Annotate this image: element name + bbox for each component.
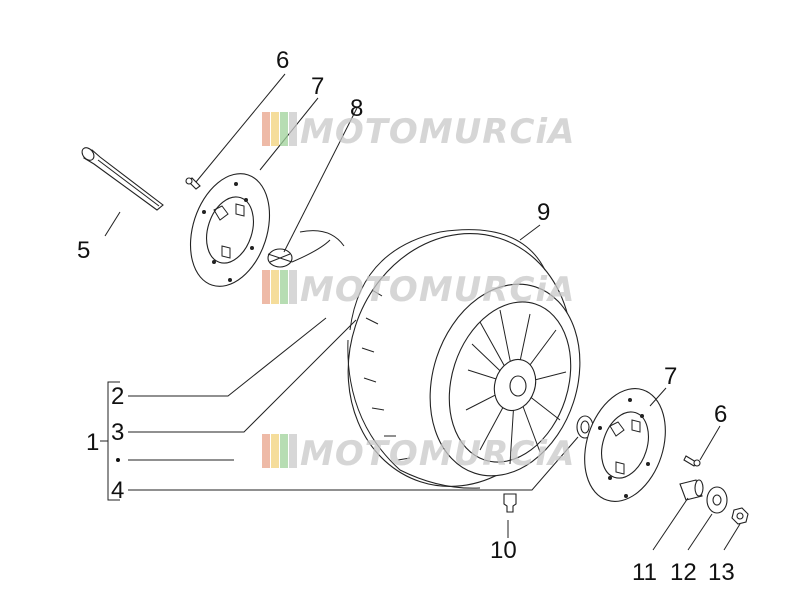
callout-11: 11 [632,559,657,586]
callout-6-top: 6 [276,47,289,74]
watermark-middle: MOTOMURCiA [262,270,575,310]
leader-lines [100,73,741,551]
watermark-text: MOTOMURCiA [300,112,575,152]
watermark-stripe [262,112,270,146]
callout-2: 2 [111,383,124,410]
watermark-stripe [271,270,279,304]
callout-1: 1 [86,429,99,456]
bolt-part-6-right [683,455,701,467]
speedo-drive-part-8 [267,230,345,268]
spacer-part-11 [679,479,704,501]
watermark-stripe [289,270,297,304]
callout-7-top: 7 [311,73,324,100]
callout-4: 4 [111,477,124,504]
bolt-part-6-left [185,177,201,190]
callout-5: 5 [77,237,90,264]
watermark-stripe [289,112,297,146]
callout-9: 9 [537,199,550,226]
watermark-stripe [280,112,288,146]
tyre-rim-part-9 [347,229,581,489]
callout-7-right: 7 [664,363,677,390]
watermark-stripe [280,434,288,468]
callout-8: 8 [350,95,363,122]
callout-3: 3 [111,419,124,446]
watermark-stripe [289,434,297,468]
group-bullet [116,458,120,462]
axle-part-5 [81,147,164,211]
callout-6-right: 6 [714,401,727,428]
washer-part-12 [706,486,728,514]
watermark-stripe [280,270,288,304]
brake-disc-part-7-right [584,388,666,502]
callout-10: 10 [490,537,517,564]
valve-part-10 [503,493,517,513]
callout-13: 13 [708,559,735,586]
nut-part-13 [731,507,749,525]
watermark-stripe [271,434,279,468]
watermark-top: MOTOMURCiA [262,112,575,152]
watermark-stripe [262,434,270,468]
watermark-stripe [271,112,279,146]
brake-disc-part-7-left [189,173,271,287]
callout-12: 12 [670,559,697,586]
watermark-stripe [262,270,270,304]
watermark-text: MOTOMURCiA [300,434,575,474]
watermark-bottom: MOTOMURCiA [262,434,575,474]
watermark-text: MOTOMURCiA [300,270,575,310]
